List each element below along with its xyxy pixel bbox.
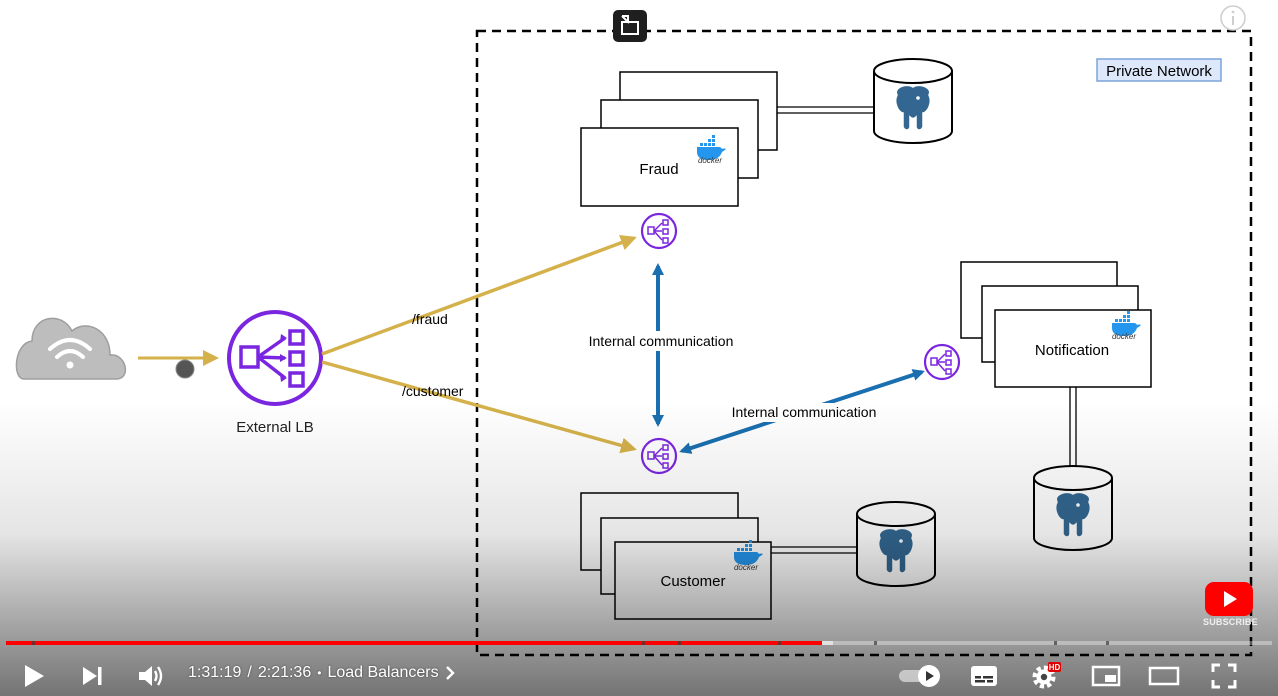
next-button[interactable]	[72, 656, 112, 696]
fraud-internal-lb-icon	[640, 212, 678, 250]
private-network-label-box	[1096, 58, 1222, 82]
notification-internal-lb-icon	[923, 343, 961, 381]
subtitles-button[interactable]	[964, 656, 1004, 696]
chapter-title: Load Balancers	[327, 664, 439, 681]
cloud-icon	[15, 317, 127, 380]
settings-icon: HD	[1032, 662, 1061, 689]
customer-service-label: Customer	[660, 573, 725, 590]
chapter-marker	[1054, 641, 1057, 645]
fraud-postgres-icon	[873, 58, 953, 144]
subscribe-label: SUBSCRIBE	[1203, 617, 1258, 627]
fullscreen-button[interactable]	[1204, 656, 1244, 696]
internal-comm-vertical-label: Internal communication	[589, 333, 734, 349]
fraud-service-stack: docker Fraud	[580, 71, 778, 207]
chapter-marker	[32, 641, 35, 645]
settings-button[interactable]: HD	[1024, 656, 1068, 696]
fraud-route-arrow	[321, 235, 637, 356]
svg-text:docker: docker	[734, 563, 758, 572]
miniplayer-icon	[1091, 665, 1121, 687]
theater-mode-button[interactable]	[1144, 656, 1184, 696]
chapter-button[interactable]: Load Balancers	[327, 664, 455, 682]
chevron-right-icon	[445, 666, 455, 680]
info-icon	[1220, 5, 1246, 31]
time-separator: /	[247, 664, 252, 681]
chapter-marker	[642, 641, 645, 645]
private-network-label: Private Network	[1106, 63, 1212, 80]
theater-mode-icon	[1148, 666, 1180, 686]
bullet: •	[317, 666, 322, 680]
play-button[interactable]	[14, 656, 54, 696]
external-lb-icon	[227, 310, 323, 406]
autoplay-toggle[interactable]	[896, 656, 944, 696]
chapter-marker	[778, 641, 781, 645]
duration: 2:21:36	[257, 664, 312, 681]
fullscreen-icon	[1211, 663, 1237, 689]
chapter-marker	[874, 641, 877, 645]
chapter-marker	[678, 641, 681, 645]
info-button[interactable]	[1219, 4, 1247, 32]
progress-played	[6, 641, 823, 645]
exit-pip-icon	[613, 10, 647, 42]
subscribe-watermark[interactable]	[1204, 581, 1254, 631]
exit-pip-button[interactable]	[613, 10, 647, 42]
volume-button[interactable]	[131, 656, 171, 696]
internal-comm-diagonal-label: Internal communication	[732, 404, 877, 420]
notification-postgres-icon	[1033, 465, 1113, 551]
hd-badge: HD	[1049, 663, 1061, 672]
next-icon	[83, 667, 102, 685]
current-time: 1:31:19	[188, 664, 242, 681]
subtitles-icon	[971, 666, 997, 686]
customer-internal-lb-icon	[640, 437, 678, 475]
time-display: 1:31:19 / 2:21:36 • Load Balancers	[188, 664, 455, 682]
play-icon	[25, 665, 44, 687]
chapter-marker	[1106, 641, 1109, 645]
autoplay-toggle-icon	[899, 665, 940, 687]
notification-service-stack: docker Notification	[960, 261, 1152, 388]
external-lb-label: External LB	[236, 419, 314, 436]
customer-route-label: /customer	[402, 383, 464, 399]
fraud-service-label: Fraud	[639, 161, 678, 178]
miniplayer-button[interactable]	[1086, 656, 1126, 696]
svg-text:docker: docker	[698, 156, 722, 165]
notification-service-label: Notification	[1035, 342, 1109, 359]
fraud-route-label: /fraud	[412, 311, 448, 327]
customer-service-stack: docker Customer	[580, 492, 772, 620]
volume-icon	[139, 666, 163, 686]
youtube-logo-icon	[1205, 582, 1253, 616]
progress-bar[interactable]	[6, 641, 1272, 645]
customer-postgres-icon	[856, 501, 936, 587]
svg-text:docker: docker	[1112, 332, 1136, 341]
mouse-cursor-icon	[175, 359, 195, 379]
